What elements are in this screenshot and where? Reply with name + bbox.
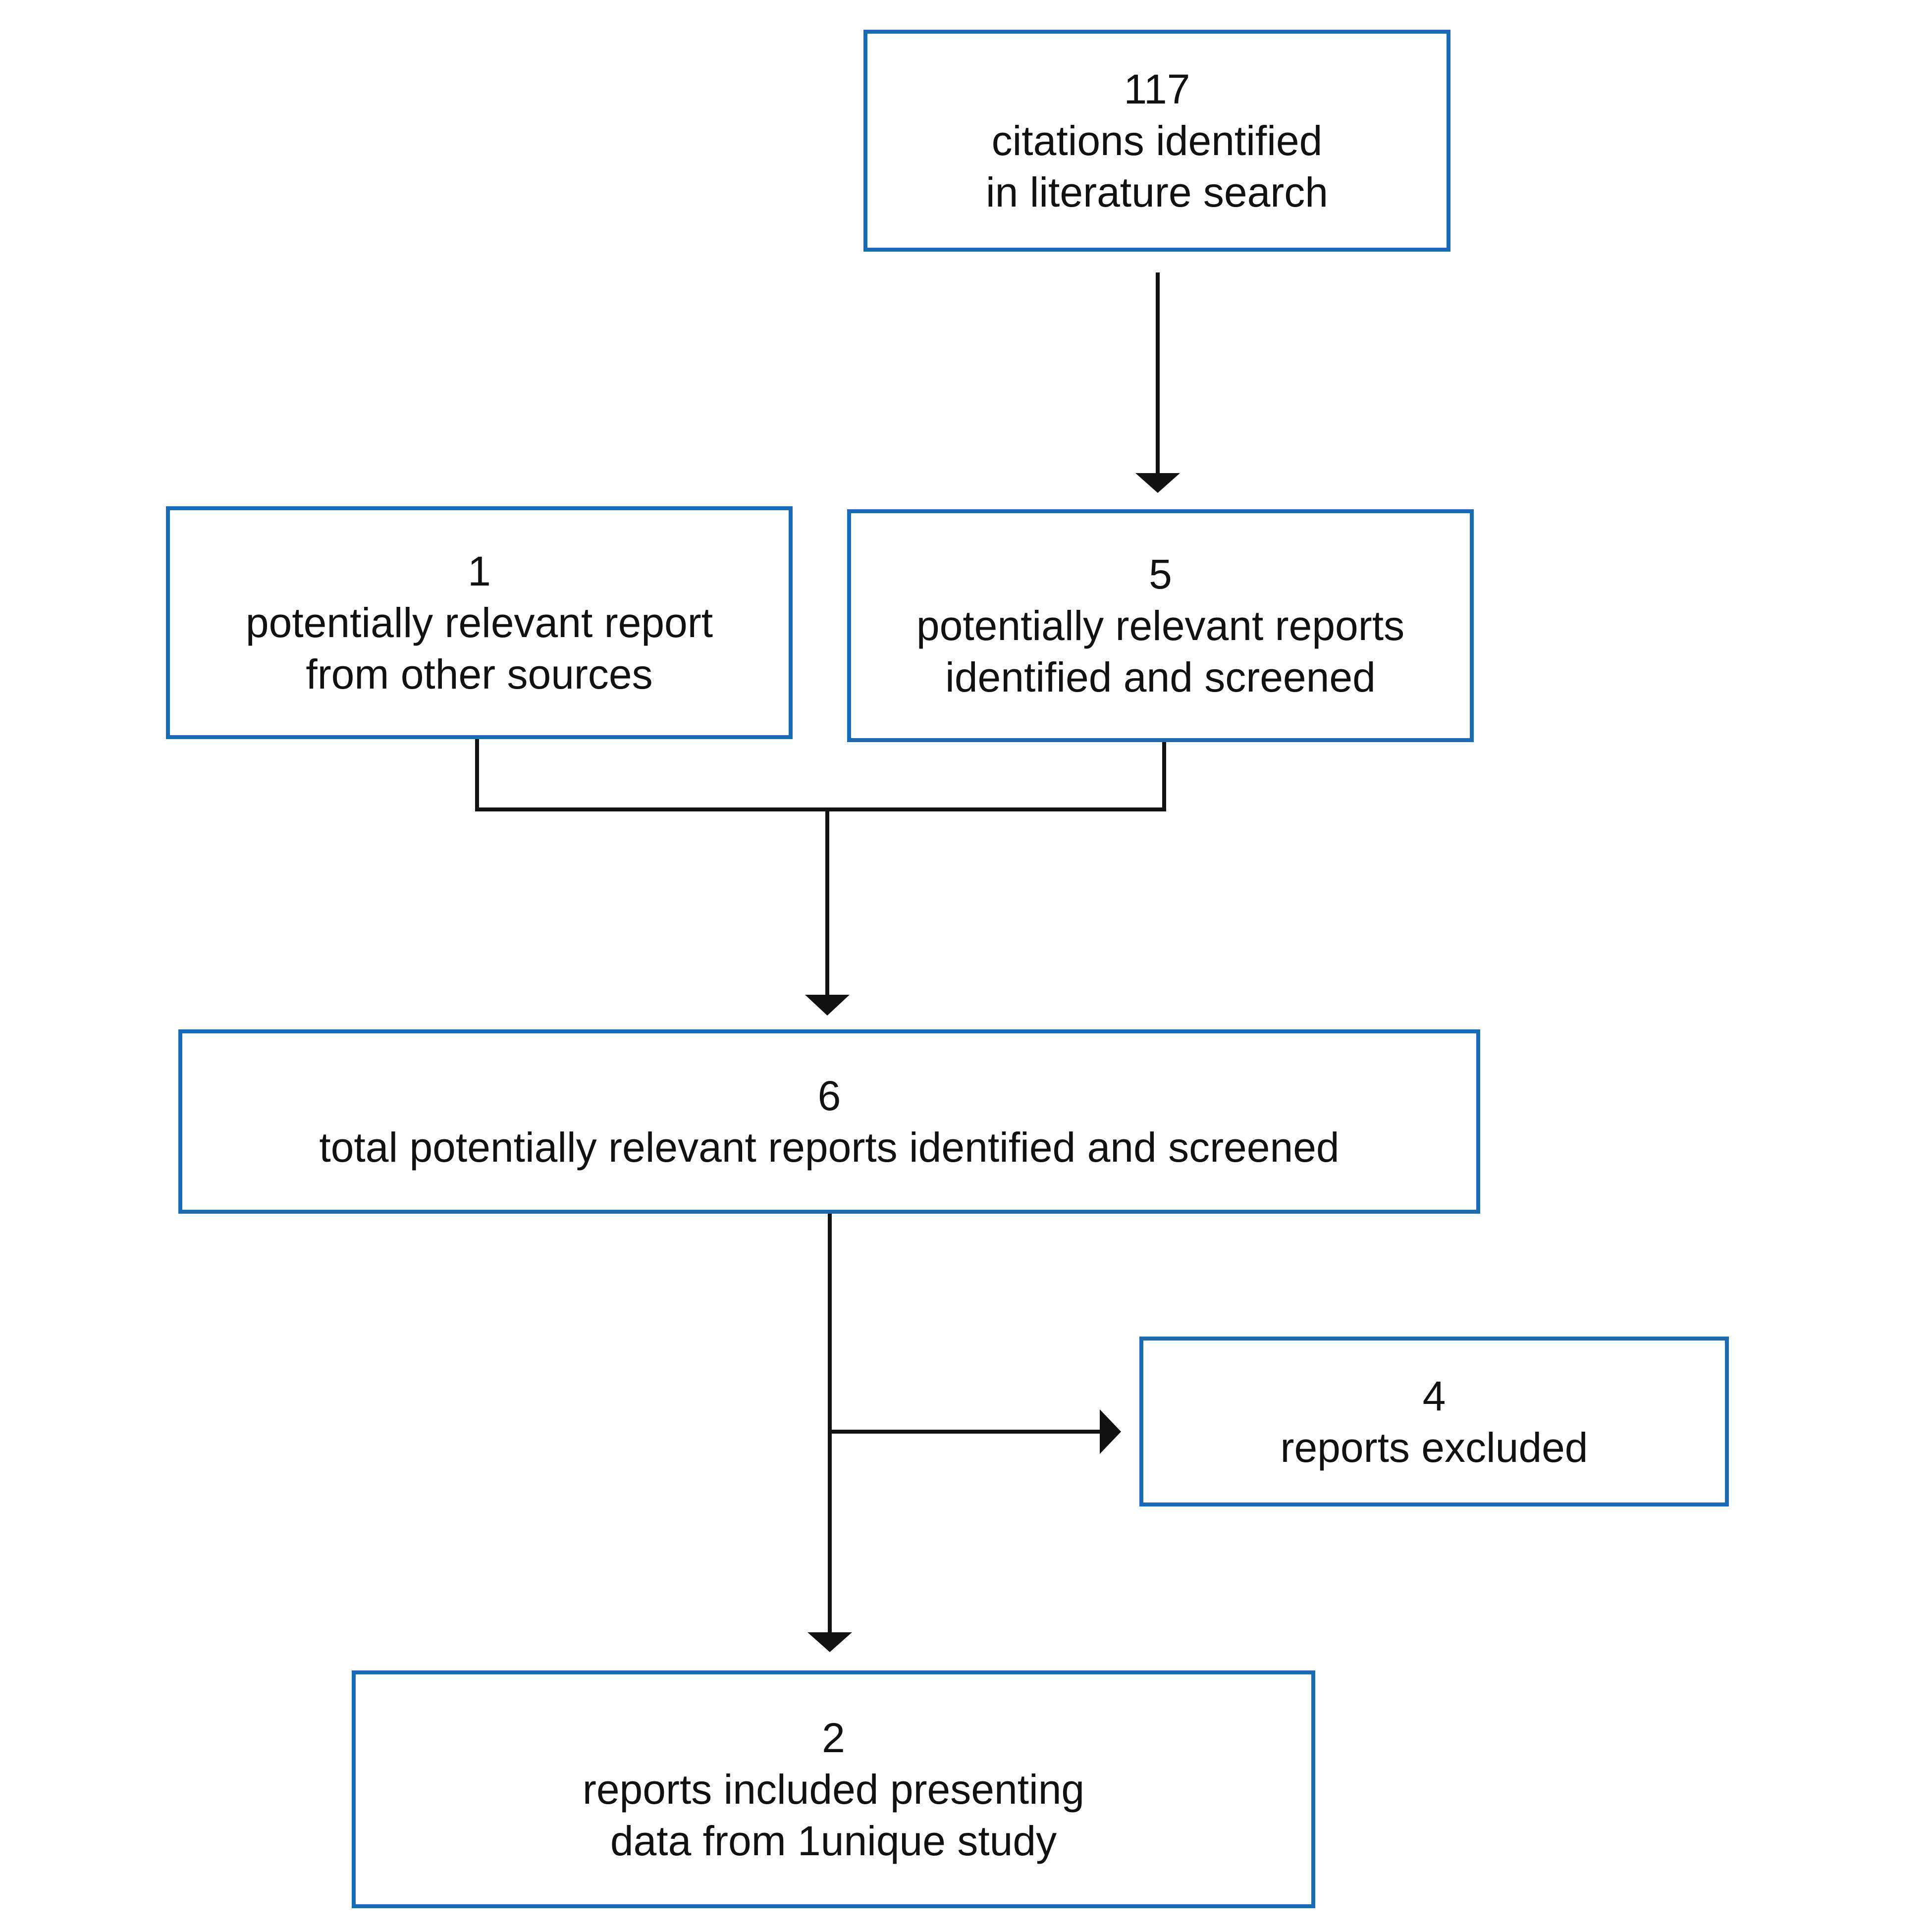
- included-reports-box: 2 reports included presenting data from …: [352, 1670, 1315, 1908]
- screened-count: 5: [1149, 551, 1172, 597]
- other-sources-box: 1 potentially relevant report from other…: [166, 506, 793, 739]
- total-count: 6: [817, 1073, 841, 1119]
- included-label: reports included presenting data from 1u…: [582, 1766, 1085, 1864]
- total-screened-box: 6 total potentially relevant reports ide…: [178, 1029, 1480, 1214]
- total-label: total potentially relevant reports ident…: [319, 1124, 1340, 1171]
- citations-identified-box: 117 citations identified in literature s…: [863, 30, 1450, 252]
- excluded-label: reports excluded: [1280, 1424, 1588, 1471]
- arrowhead-right-icon: [1100, 1409, 1121, 1454]
- arrowhead-down-icon: [807, 1632, 852, 1652]
- arrowhead-down-icon: [805, 995, 850, 1016]
- citations-label: citations identified in literature searc…: [986, 117, 1328, 215]
- excluded-reports-box: 4 reports excluded: [1139, 1337, 1729, 1506]
- excluded-count: 4: [1422, 1372, 1446, 1419]
- other-sources-count: 1: [468, 548, 491, 594]
- included-count: 2: [822, 1715, 845, 1761]
- other-sources-label: potentially relevant report from other s…: [245, 599, 713, 698]
- screened-reports-box: 5 potentially relevant reports identifie…: [847, 509, 1474, 742]
- arrowhead-down-icon: [1135, 473, 1180, 493]
- screened-label: potentially relevant reports identified …: [916, 602, 1405, 700]
- citations-count: 117: [1124, 66, 1190, 112]
